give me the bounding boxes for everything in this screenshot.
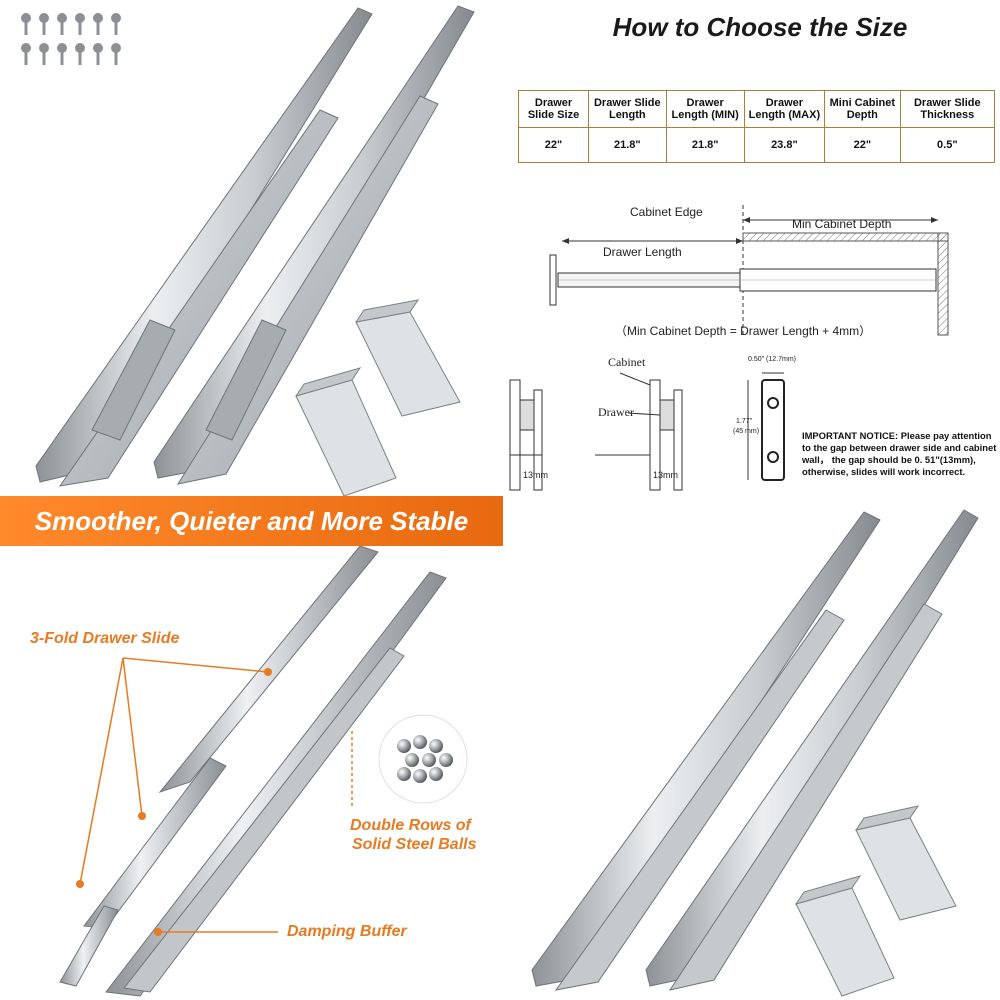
table-header: Drawer Slide Length [588,90,667,128]
product-photo-bottom-left [59,546,468,997]
profile-height-mm-label: (45 mm) [733,428,760,435]
drawer-slide-4 [645,509,979,991]
table-cell: 0.5" [899,127,996,163]
drawer-label: Drawer [598,405,634,419]
mounting-bracket-2 [294,367,397,497]
depth-formula: （Min Cabinet Depth = Drawer Length + 4mm… [615,324,872,338]
closed-drawer-slide [105,571,447,997]
screws-group [21,13,121,65]
drawer-slide-2 [153,5,475,485]
cabinet-edge-label: Cabinet Edge [630,205,703,219]
notice-body: Please pay attention to the gap between … [802,430,997,477]
profile-width-label: 0.50" (12.7mm) [748,356,797,363]
table-cell: 23.8" [743,127,826,163]
gap-diagram [509,372,785,491]
min-cabinet-depth-label: Min Cabinet Depth [792,217,892,231]
table-header: Mini Cabinet Depth [824,90,901,128]
size-spec-table: Drawer Slide Size Drawer Slide Length Dr… [517,90,996,163]
table-cell: 21.8" [665,127,745,163]
feature-banner-text: Smoother, Quieter and More Stable [34,506,469,536]
table-header: Drawer Slide Size [517,90,590,128]
gap-left-label: 13mm [523,470,549,480]
cabinet-depth-diagram [549,205,949,336]
steel-balls-callout-line1: Double Rows of [350,817,471,834]
drawer-slide-3 [531,511,881,991]
table-header-row: Drawer Slide Size Drawer Slide Length Dr… [517,90,996,128]
important-notice: IMPORTANT NOTICE: Please pay attention t… [802,430,1000,478]
mounting-bracket-3 [854,805,957,921]
size-guide-title: How to Choose the Size [612,12,908,42]
notice-heading: IMPORTANT NOTICE: [802,430,899,441]
three-fold-callout: 3-Fold Drawer Slide [30,630,180,647]
steel-balls-callout-line2: Solid Steel Balls [352,836,477,853]
table-cell: 22" [824,127,901,163]
cabinet-label: Cabinet [608,355,646,369]
table-cell: 22" [517,127,590,163]
table-cell: 21.8" [588,127,667,163]
profile-height-label: 1.77" [736,418,753,425]
table-row: 22" 21.8" 21.8" 23.8" 22" 0.5" [517,127,996,163]
extended-drawer-slide [59,546,379,987]
gap-right-label: 13mm [653,470,679,480]
drawer-length-label: Drawer Length [603,245,682,259]
mounting-bracket-4 [794,875,895,997]
product-photo-top-left [21,5,475,497]
table-header: Drawer Length (MAX) [743,90,826,128]
mounting-bracket-1 [354,299,461,417]
feature-banner [0,496,503,546]
table-header: Drawer Length (MIN) [665,90,745,128]
steel-balls [378,714,468,804]
product-photo-bottom-right [531,509,979,997]
damping-buffer-callout: Damping Buffer [287,923,407,940]
table-header: Drawer Slide Thickness [899,90,996,128]
drawer-slide-1 [35,7,373,487]
